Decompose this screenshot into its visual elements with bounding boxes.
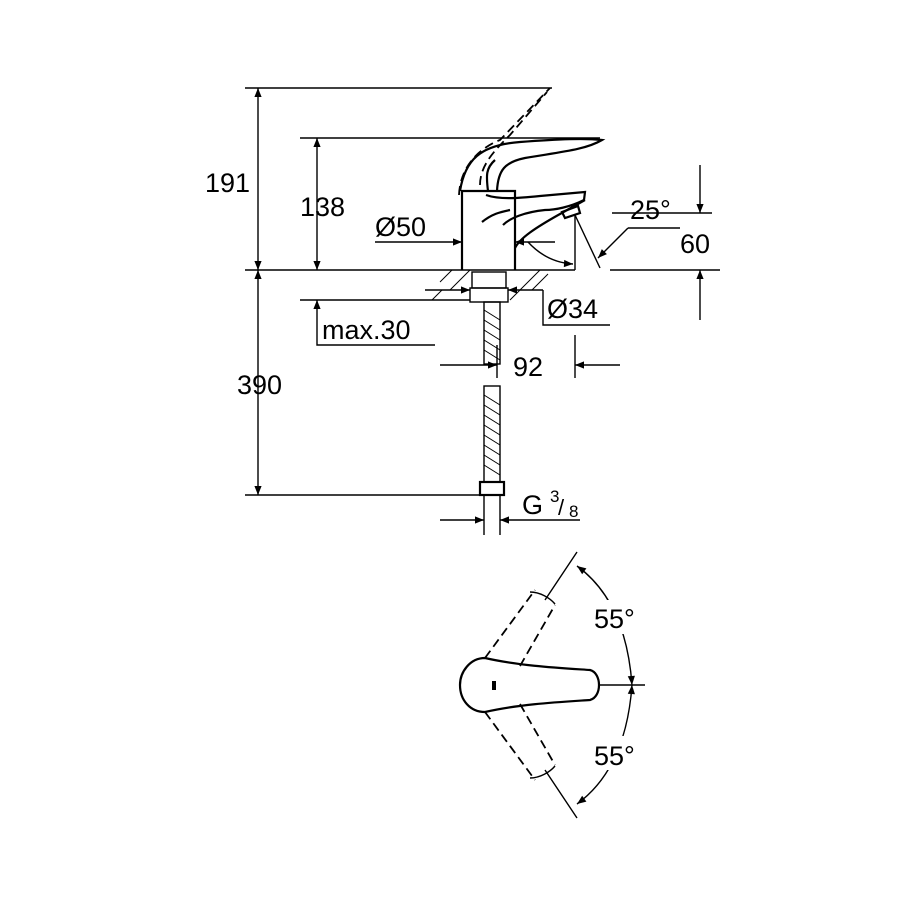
dim-390-label: 390: [237, 370, 282, 400]
dim-60-label: 60: [680, 229, 710, 259]
dimension-138: 138: [300, 138, 345, 270]
thread-slash: /: [558, 495, 565, 520]
dimension-max-30: max.30: [313, 300, 435, 346]
dim-25-label: 25°: [630, 195, 671, 225]
dim-138-label: 138: [300, 192, 345, 222]
dim-191-label: 191: [205, 168, 250, 198]
faucet-side-view: [458, 87, 606, 270]
dim-92-label: 92: [513, 352, 543, 382]
dimension-angle-25: 25°: [527, 195, 680, 269]
dimension-60: 60: [680, 165, 710, 320]
supply-hose: [478, 301, 506, 535]
thread-denominator: 8: [569, 502, 578, 521]
dim-max30-label: max.30: [322, 315, 411, 345]
lever-angle-upper-label: 55°: [594, 604, 635, 634]
dimension-92: 92: [440, 335, 620, 382]
lever-angle-lower-label: 55°: [594, 741, 635, 771]
faucet-top-view: 55° 55°: [458, 551, 648, 819]
thread-numerator: 3: [550, 487, 559, 506]
thread-g-label: G: [522, 490, 543, 520]
extension-lines: [245, 87, 720, 496]
dimension-390: 390: [237, 270, 282, 495]
dimension-thread: G 3 / 8: [440, 487, 580, 524]
dimension-diameter-50: Ø50: [375, 212, 555, 246]
countertop-section: Ø34: [425, 269, 610, 326]
dimension-191: 191: [205, 88, 262, 270]
dim-50-label: Ø50: [375, 212, 426, 242]
dim-34-label: Ø34: [547, 294, 598, 324]
